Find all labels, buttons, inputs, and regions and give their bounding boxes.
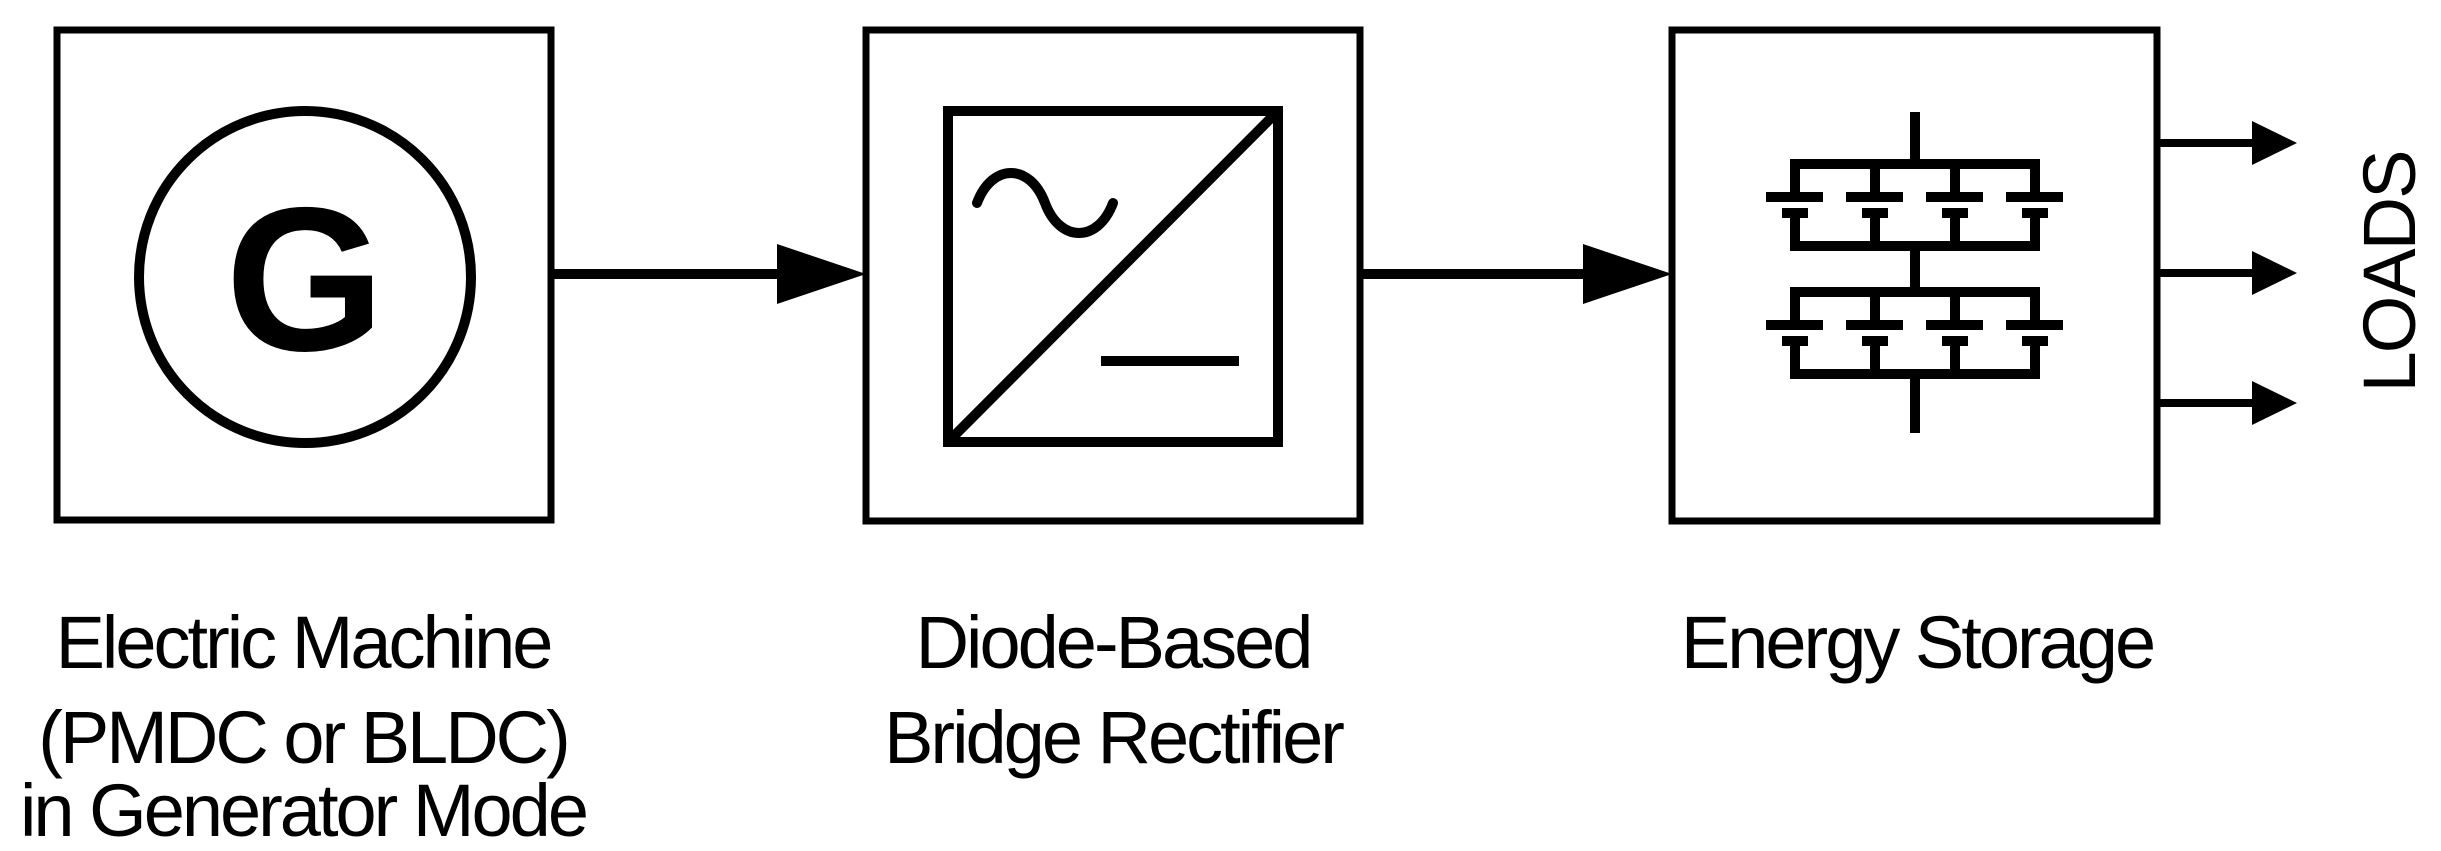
energy-storage-label: Energy Storage (1681, 601, 2156, 684)
rectifier-label-line-2: Bridge Rectifier (884, 696, 1344, 779)
electric-machine-label: Electric Machine (PMDC or BLDC) in Gener… (20, 601, 589, 851)
electric-machine-label-line-1: Electric Machine (56, 601, 551, 684)
output-arrow-middle (2157, 251, 2297, 295)
output-arrow-middle-head (2252, 251, 2297, 295)
converter-square (943, 106, 1283, 447)
loads-label: LOADS (2348, 152, 2431, 393)
flow-arrow-1-head (777, 244, 866, 304)
output-arrow-top-head (2252, 121, 2297, 165)
flow-arrow-2-head (1583, 244, 1672, 304)
flow-arrow-machine-to-rectifier (551, 244, 866, 304)
converter-diagonal-divider (947, 110, 1279, 443)
rectifier-label-line-1: Diode-Based (916, 601, 1311, 684)
generator-circle-icon (134, 106, 476, 448)
capacitor-bank-icon (1766, 112, 2063, 433)
output-arrow-bottom-head (2252, 381, 2297, 425)
output-arrow-top (2157, 121, 2297, 165)
electric-machine-label-line-3: in Generator Mode (20, 769, 586, 851)
electric-machine-label-line-2: (PMDC or BLDC) (38, 696, 567, 779)
output-arrow-bottom (2157, 381, 2297, 425)
rectifier-label: Diode-Based Bridge Rectifier (884, 601, 1347, 779)
generator-symbol-letter: G (225, 165, 384, 394)
ac-sine-wave-icon (972, 168, 1118, 238)
flow-arrow-rectifier-to-storage (1360, 244, 1672, 304)
ac-dc-converter-icon (943, 106, 1283, 447)
energy-storage-label-line-1: Energy Storage (1681, 601, 2153, 684)
